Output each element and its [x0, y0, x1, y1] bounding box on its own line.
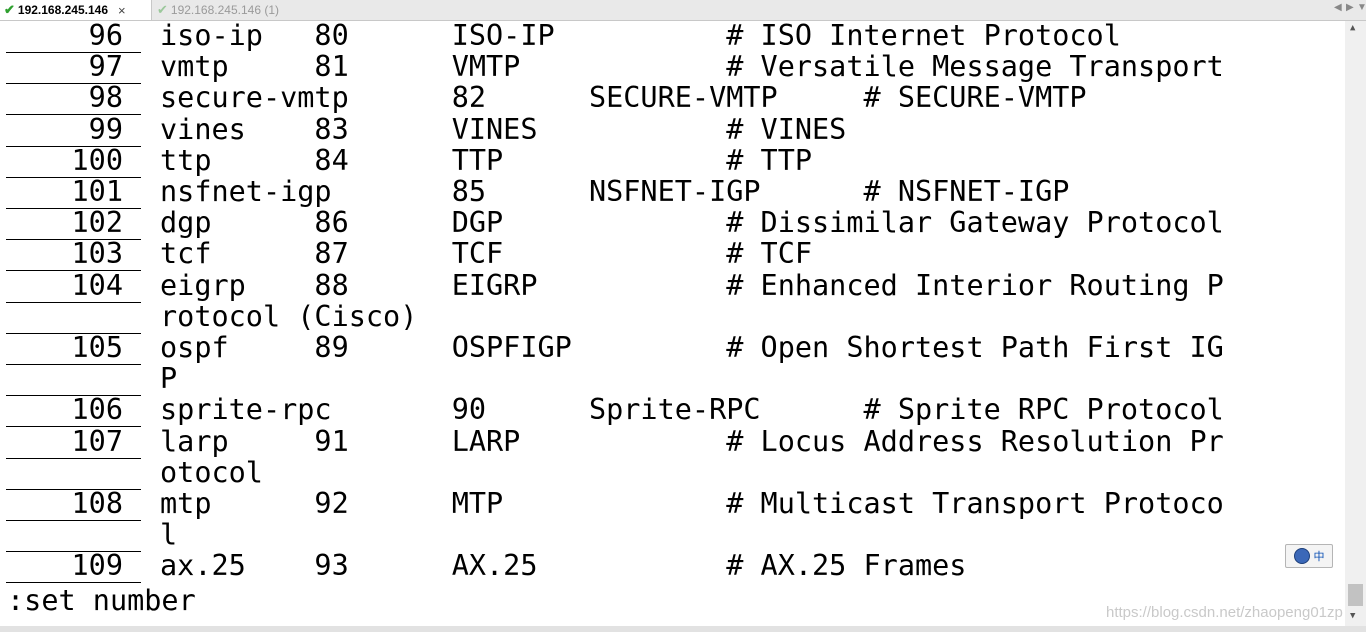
terminal-line: 97 vmtp 81 VMTP # Versatile Message Trans… — [0, 50, 1340, 85]
line-text: secure-vmtp 82 SECURE-VMTP # SECURE-VMTP — [160, 81, 1087, 115]
terminal-output[interactable]: 96 iso-ip 80 ISO-IP # ISO Internet Protoc… — [0, 21, 1345, 626]
line-number-gutter — [6, 302, 141, 334]
line-number-gutter: 107 — [6, 424, 141, 459]
line-number: 98 — [88, 81, 123, 115]
line-number: 102 — [71, 206, 123, 240]
line-text: vmtp 81 VMTP # Versatile Message Transpo… — [160, 50, 1224, 84]
terminal-line: 109 ax.25 93 AX.25 # AX.25 Frames — [0, 549, 1340, 584]
connected-check-icon: ✔ — [157, 2, 168, 17]
line-number: 101 — [71, 175, 123, 208]
tab-session-2[interactable]: ✔ 192.168.245.146 (1) — [153, 0, 313, 20]
terminal-line: otocol — [0, 455, 1340, 490]
line-text: vines 83 VINES # VINES — [160, 112, 847, 146]
line-text: dgp 86 DGP # Dissimilar Gateway Protocol — [160, 206, 1224, 240]
line-number-gutter: 97 — [6, 50, 141, 85]
tab-scroll-right-icon[interactable]: ▶ — [1346, 2, 1354, 13]
line-number: 105 — [71, 331, 123, 364]
line-number-gutter: 101 — [6, 175, 141, 209]
line-number-gutter: 100 — [6, 143, 141, 178]
line-text: ax.25 93 AX.25 # AX.25 Frames — [160, 549, 967, 583]
terminal-line: 108 mtp 92 MTP # Multicast Transport Prot… — [0, 487, 1340, 521]
ime-indicator[interactable]: 中 — [1285, 544, 1333, 568]
vim-command-line[interactable]: :set number — [7, 584, 196, 617]
terminal-line: 107 larp 91 LARP # Locus Address Resoluti… — [0, 424, 1340, 459]
line-number-gutter — [6, 458, 141, 490]
line-text: ospf 89 OSPFIGP # Open Shortest Path Fir… — [160, 331, 1224, 364]
line-number-gutter: 105 — [6, 331, 141, 365]
terminal-line: rotocol (Cisco) — [0, 299, 1340, 334]
line-text: iso-ip 80 ISO-IP # ISO Internet Protocol — [160, 21, 1121, 52]
terminal-line: 99 vines 83 VINES # VINES — [0, 112, 1340, 147]
line-text: l — [160, 518, 178, 552]
tab-list-icon[interactable]: ▼ — [1357, 2, 1366, 13]
terminal-line: P — [0, 362, 1340, 397]
watermark: https://blog.csdn.net/zhaopeng01zp — [1106, 604, 1343, 621]
line-number-gutter: 106 — [6, 393, 141, 428]
connected-check-icon: ✔ — [4, 2, 15, 17]
line-number: 97 — [88, 50, 123, 84]
vertical-scrollbar[interactable]: ▲ ▼ — [1345, 21, 1366, 626]
line-number-gutter: 104 — [6, 268, 141, 303]
line-number-gutter: 109 — [6, 549, 141, 584]
terminal-line: l — [0, 518, 1340, 553]
tab-label: 192.168.245.146 (1) — [170, 3, 279, 17]
status-bar — [0, 626, 1366, 632]
scroll-up-icon[interactable]: ▲ — [1350, 23, 1356, 33]
line-number: 100 — [71, 143, 123, 177]
line-text: sprite-rpc 90 Sprite-RPC # Sprite RPC Pr… — [160, 393, 1224, 427]
terminal-line: 104 eigrp 88 EIGRP # Enhanced Interior Ro… — [0, 268, 1340, 303]
line-text: larp 91 LARP # Locus Address Resolution … — [160, 424, 1224, 458]
tab-session-1[interactable]: ✔ 192.168.245.146 × — [0, 0, 152, 20]
ime-mode-label: 中 — [1313, 551, 1325, 563]
tab-scroll-left-icon[interactable]: ◀ — [1334, 2, 1342, 13]
line-number-gutter: 102 — [6, 206, 141, 241]
terminal-line: 100 ttp 84 TTP # TTP — [0, 143, 1340, 178]
line-text: mtp 92 MTP # Multicast Transport Protoco — [160, 487, 1224, 520]
line-text: tcf 87 TCF # TCF — [160, 237, 813, 271]
close-tab-icon[interactable]: × — [118, 2, 126, 18]
line-number-gutter: 108 — [6, 487, 141, 521]
line-text: otocol — [160, 455, 263, 489]
line-number: 107 — [71, 424, 123, 458]
terminal-line: 96 iso-ip 80 ISO-IP # ISO Internet Protoc… — [0, 21, 1340, 53]
ime-logo-icon — [1293, 548, 1310, 564]
line-text: P — [160, 362, 178, 396]
terminal-line: 105 ospf 89 OSPFIGP # Open Shortest Path … — [0, 331, 1340, 365]
line-number-gutter — [6, 364, 141, 397]
line-number: 109 — [71, 549, 123, 583]
line-text: nsfnet-igp 85 NSFNET-IGP # NSFNET-IGP — [160, 175, 1070, 208]
line-number-gutter: 103 — [6, 237, 141, 272]
line-number-gutter — [6, 520, 141, 553]
scroll-thumb[interactable] — [1348, 584, 1363, 606]
line-number: 96 — [88, 21, 123, 52]
terminal-line: 102 dgp 86 DGP # Dissimilar Gateway Proto… — [0, 206, 1340, 241]
line-number-gutter: 96 — [6, 21, 141, 53]
line-number-gutter: 99 — [6, 112, 141, 147]
line-number: 104 — [71, 268, 123, 302]
line-number: 106 — [71, 393, 123, 427]
tab-bar: ✔ 192.168.245.146 × ✔ 192.168.245.146 (1… — [0, 0, 1366, 21]
tab-label: 192.168.245.146 — [17, 3, 108, 17]
terminal-line: 98 secure-vmtp 82 SECURE-VMTP # SECURE-VM… — [0, 81, 1340, 116]
line-number: 103 — [71, 237, 123, 271]
scroll-down-icon[interactable]: ▼ — [1350, 611, 1356, 621]
line-number: 108 — [71, 487, 123, 520]
line-text: eigrp 88 EIGRP # Enhanced Interior Routi… — [160, 268, 1224, 302]
terminal-line: 101 nsfnet-igp 85 NSFNET-IGP # NSFNET-IGP — [0, 175, 1340, 209]
terminal-line: 103 tcf 87 TCF # TCF — [0, 237, 1340, 272]
line-number: 99 — [88, 112, 123, 146]
line-number-gutter: 98 — [6, 81, 141, 116]
line-text: rotocol (Cisco) — [160, 299, 418, 333]
line-text: ttp 84 TTP # TTP — [160, 143, 813, 177]
terminal-line: 106 sprite-rpc 90 Sprite-RPC # Sprite RPC… — [0, 393, 1340, 428]
